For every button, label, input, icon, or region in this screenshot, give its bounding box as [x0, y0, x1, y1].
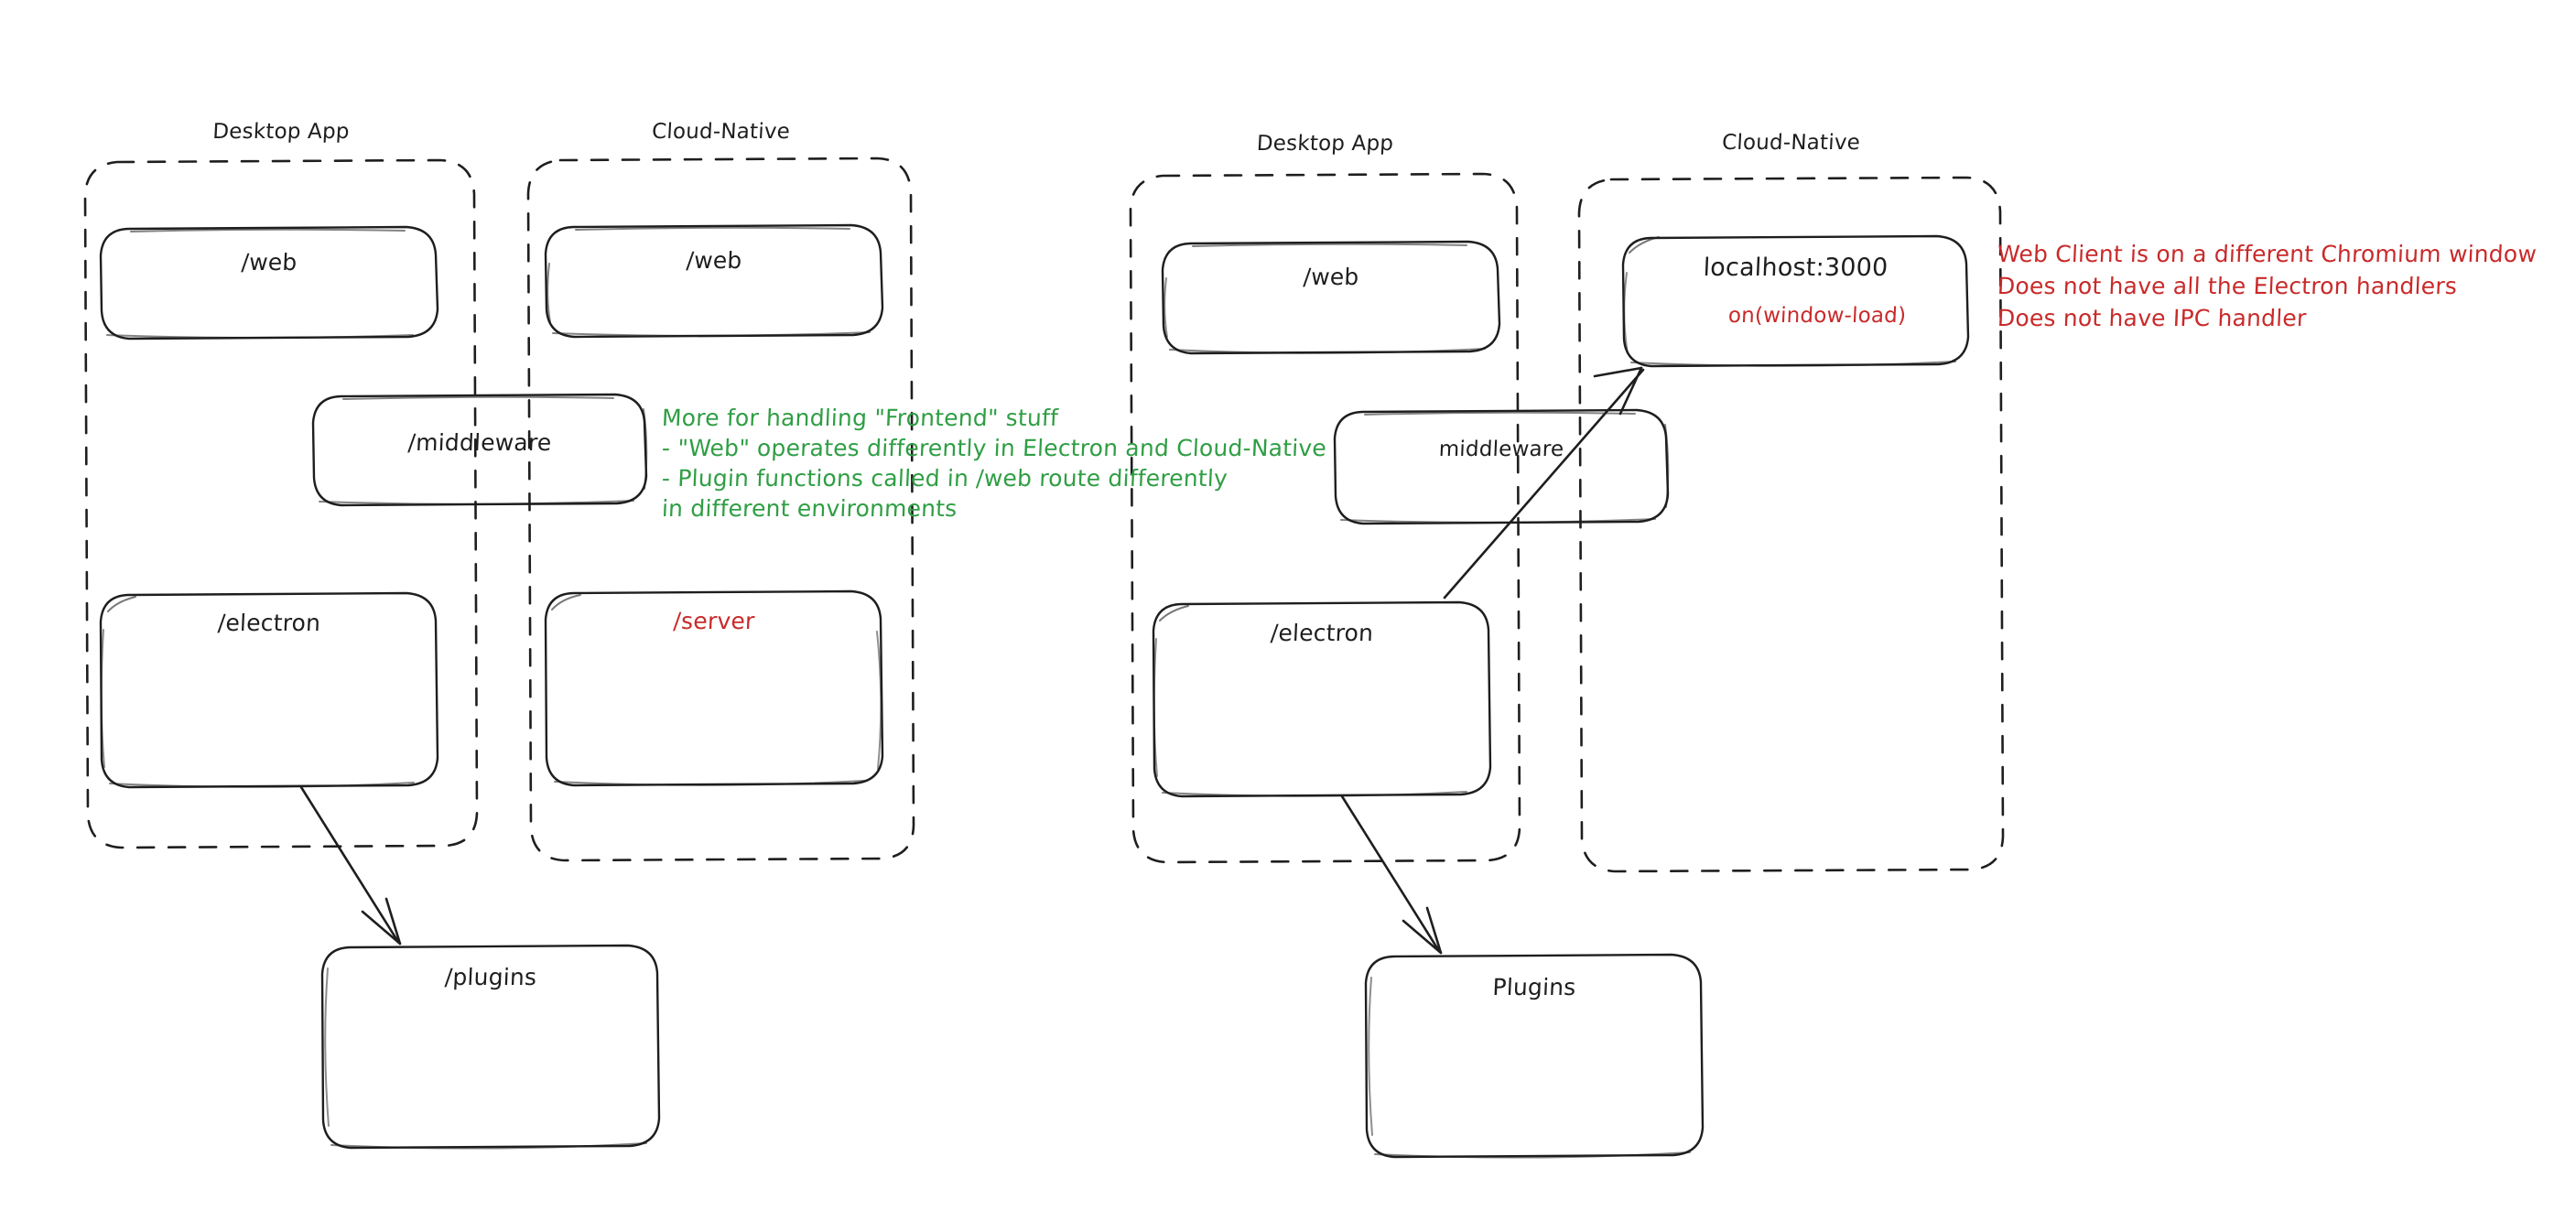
arrow-electron-to-localhost	[1443, 366, 1645, 600]
node-electron-left	[99, 591, 439, 789]
node-plugins-left	[320, 944, 661, 1150]
node-server-left	[544, 589, 884, 787]
node-label-server-left: /server	[672, 608, 756, 634]
node-sublabel-on-window-load: on(window-load)	[1727, 304, 1907, 328]
frame-title-desktop-app-left: Desktop App	[211, 120, 351, 144]
note-red-line-1: Web Client is on a different Chromium wi…	[1997, 241, 2538, 267]
frame-desktop-app-right	[1129, 172, 1521, 864]
note-green-line-2: - "Web" operates differently in Electron…	[661, 435, 1327, 461]
note-green-line-1: More for handling "Frontend" stuff	[661, 405, 1059, 431]
node-label-middleware-right: middleware	[1438, 438, 1564, 461]
frame-title-cloud-native-left: Cloud-Native	[651, 120, 791, 144]
node-label-plugins-right: Plugins	[1491, 974, 1577, 1000]
note-green-line-3: - Plugin functions called in /web route …	[661, 465, 1228, 492]
node-web-cloud-left	[544, 223, 884, 339]
node-web-desktop-right	[1161, 240, 1501, 355]
node-electron-right	[1152, 600, 1492, 798]
note-green-line-4: in different environments	[661, 495, 958, 522]
frame-cloud-native-left	[526, 157, 915, 862]
node-localhost-3000	[1621, 234, 1970, 368]
node-plugins-right	[1364, 953, 1705, 1159]
arrow-electron-to-plugins-right	[1340, 794, 1443, 955]
node-web-desktop-left	[99, 225, 439, 340]
node-label-electron-left: /electron	[217, 610, 321, 636]
node-label-web-cloud-left: /web	[685, 247, 743, 274]
node-label-middleware-left: /middleware	[406, 429, 553, 456]
node-middleware-right	[1333, 408, 1670, 525]
node-label-electron-right: /electron	[1270, 620, 1374, 646]
frame-title-desktop-app-right: Desktop App	[1256, 132, 1394, 156]
frame-title-cloud-native-right: Cloud-Native	[1721, 131, 1861, 155]
node-label-web-desktop-left: /web	[240, 249, 298, 276]
frame-desktop-app-left	[83, 158, 479, 849]
node-label-web-desktop-right: /web	[1302, 264, 1360, 290]
node-label-localhost-3000: localhost:3000	[1702, 254, 1889, 282]
node-label-plugins-left: /plugins	[444, 964, 537, 990]
arrow-electron-to-plugins-left	[299, 785, 402, 946]
note-red-line-2: Does not have all the Electron handlers	[1997, 273, 2458, 299]
note-red-line-3: Does not have IPC handler	[1997, 305, 2308, 331]
node-middleware-left	[311, 393, 648, 507]
frame-cloud-native-right	[1577, 176, 2005, 873]
